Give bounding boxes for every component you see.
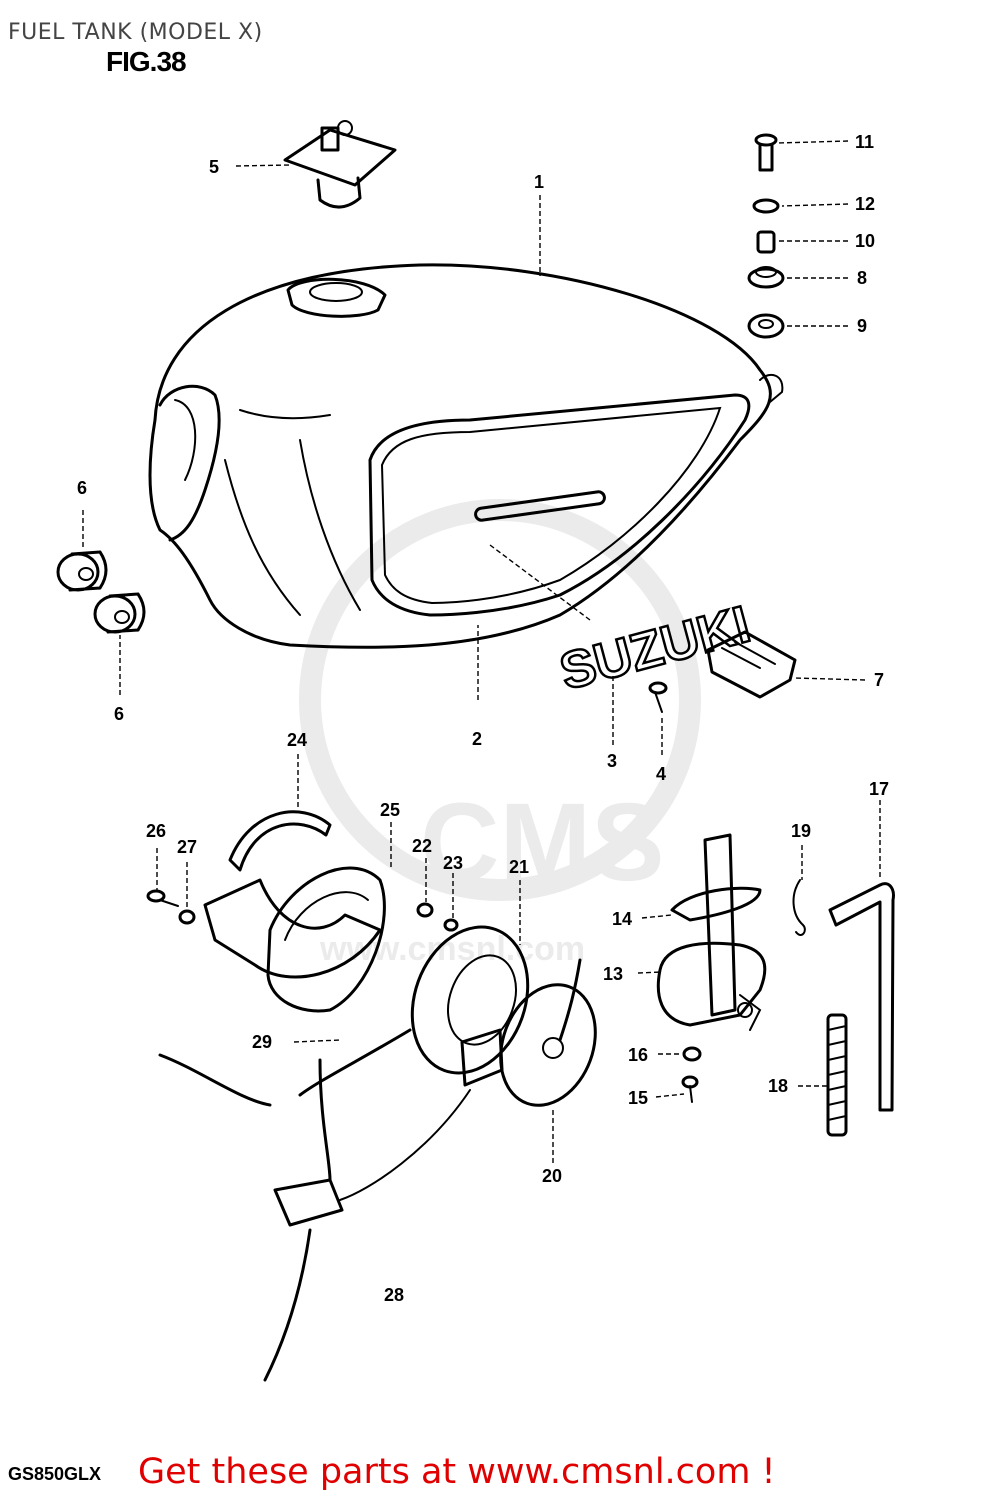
callout-16: 16 (628, 1045, 648, 1065)
callout-19: 19 (791, 821, 811, 841)
fuel-gauge-sender-part-20 (339, 958, 597, 1201)
screw-part-22 (416, 902, 434, 918)
watermark-logo-text: CMS (420, 781, 664, 904)
callout-18: 18 (768, 1076, 788, 1096)
leader-lines (82, 140, 881, 1163)
washer-part-27 (178, 909, 196, 925)
washer-part-16 (682, 1046, 702, 1062)
callout-6a: 6 (77, 478, 87, 498)
callout-23: 23 (443, 853, 463, 873)
callout-7: 7 (874, 670, 884, 690)
callout-6b: 6 (114, 704, 124, 724)
strainer-part-14 (670, 886, 762, 922)
model-code: GS850GLX (8, 1464, 102, 1484)
bolt-part-11 (754, 133, 778, 172)
callout-9: 9 (857, 316, 867, 336)
callout-25: 25 (380, 800, 400, 820)
callout-26: 26 (146, 821, 166, 841)
rubber-cushion-part (706, 630, 797, 699)
parts-shop-link[interactable]: Get these parts at www.cmsnl.com ! (138, 1452, 776, 1492)
gasket-part-21 (410, 925, 530, 1075)
callout-14: 14 (612, 909, 632, 929)
page-title: FUEL TANK (MODEL X) (8, 20, 263, 45)
spring-part-18 (826, 1013, 848, 1137)
screw-part-26 (146, 889, 179, 907)
washer-part-23 (443, 918, 459, 932)
callout-28: 28 (384, 1285, 404, 1305)
callout-1: 1 (534, 172, 544, 192)
callout-15: 15 (628, 1088, 648, 1108)
callout-4: 4 (656, 764, 666, 784)
callout-13: 13 (603, 964, 623, 984)
callout-8: 8 (857, 268, 867, 288)
clip-part-19 (792, 879, 806, 936)
callout-22: 22 (412, 836, 432, 856)
callout-10: 10 (855, 231, 875, 251)
fuel-cap-part (283, 120, 397, 209)
washer-part-12 (752, 198, 780, 214)
screw-part-15 (681, 1075, 699, 1103)
plate-part-24 (203, 810, 382, 979)
callout-12: 12 (855, 194, 875, 214)
grommet-part-9 (747, 313, 785, 339)
callout-5: 5 (209, 157, 219, 177)
emblem-text: SUZUKI (554, 595, 756, 701)
suzuki-emblem-part: SUZUKI (553, 594, 757, 703)
callout-17: 17 (869, 779, 889, 799)
callout-21: 21 (509, 857, 529, 877)
cmsnl-watermark: CMS www.cmsnl.com (299, 499, 701, 968)
callout-29: 29 (252, 1032, 272, 1052)
callout-3: 3 (607, 751, 617, 771)
callout-11: 11 (855, 132, 874, 152)
gasket-part-25 (266, 866, 386, 1013)
cushion-part-6b (93, 592, 146, 634)
callout-labels: 1 2 3 4 5 6 6 7 8 9 10 11 12 13 14 15 16… (77, 132, 889, 1305)
collar-part-10 (756, 230, 776, 254)
fuel-cock-part-13 (656, 833, 767, 1031)
grommet-part-8 (747, 266, 785, 289)
fuel-tank-part (148, 263, 784, 649)
hose-part-17 (828, 882, 895, 1112)
callout-20: 20 (542, 1166, 562, 1186)
figure-number: FIG.38 (106, 46, 187, 77)
screw-part-4 (648, 681, 668, 713)
callout-27: 27 (177, 837, 197, 857)
hose-part-28 (158, 1028, 412, 1382)
callout-24: 24 (287, 730, 307, 750)
callout-2: 2 (472, 729, 482, 749)
cushion-part-6a (56, 550, 108, 592)
